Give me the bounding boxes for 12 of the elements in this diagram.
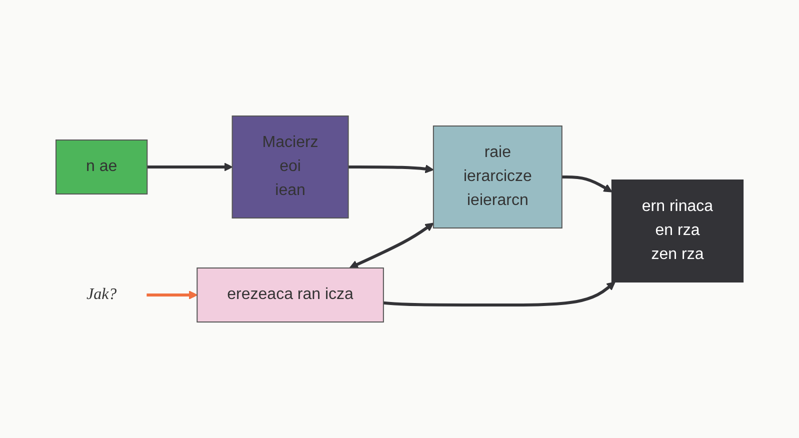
arrow: [146, 290, 198, 300]
node-text: Jak?: [86, 286, 117, 303]
arrow: [147, 162, 233, 172]
node-box: ern rinaca en rza zen rza: [611, 180, 744, 282]
node-box: n ae: [55, 140, 148, 194]
node-box: raie ierarcicze ieierarcn: [432, 126, 562, 228]
arrow: [562, 176, 612, 192]
node-box: Macierz eoi iean: [232, 116, 349, 218]
arrow: [383, 282, 616, 306]
node-box: erezeaca ran icza: [196, 268, 384, 322]
arrow: [348, 164, 434, 174]
arrow: [349, 222, 434, 269]
